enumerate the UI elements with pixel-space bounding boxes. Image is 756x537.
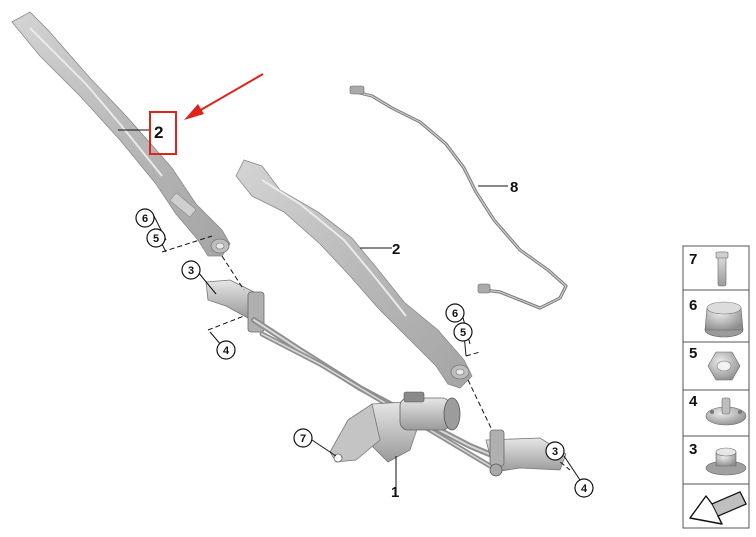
svg-text:5: 5 <box>153 233 159 245</box>
left-wiper-arm <box>11 11 231 257</box>
svg-text:5: 5 <box>460 327 466 339</box>
callout-left-4: 4 <box>216 340 236 360</box>
legend-expanding-nut-icon <box>705 397 747 426</box>
svg-text:4: 4 <box>581 483 588 495</box>
wiper-motor <box>399 391 461 431</box>
callout-right-4: 4 <box>574 478 594 498</box>
callout-right-6: 6 <box>445 303 465 323</box>
svg-text:7: 7 <box>300 433 306 445</box>
right-wiper-arm <box>235 159 473 389</box>
legend-hex-nut-icon <box>707 351 741 381</box>
svg-text:3: 3 <box>552 446 558 458</box>
highlight-arrow <box>191 73 264 116</box>
legend-label-5: 5 <box>689 345 697 362</box>
svg-text:4: 4 <box>223 345 230 357</box>
part-label-2-left: 2 <box>154 123 163 142</box>
legend-cap-nut-icon <box>704 301 744 338</box>
wiper-linkage-frame <box>205 279 567 477</box>
callout-left-6: 6 <box>135 208 155 228</box>
legend-label-6: 6 <box>689 297 697 314</box>
callout-right-3: 3 <box>545 441 565 461</box>
legend-pin-icon <box>715 251 729 287</box>
part-label-2-right: 2 <box>392 241 400 258</box>
highlight-annotation <box>149 73 264 155</box>
assembly-guide-lines <box>161 235 571 471</box>
callout-right-5: 5 <box>453 322 473 342</box>
svg-text:6: 6 <box>452 308 458 320</box>
washer-hose <box>349 85 568 310</box>
legend-label-4: 4 <box>689 393 698 410</box>
legend-direction-arrow-icon <box>689 491 747 525</box>
part-label-8: 8 <box>510 179 518 196</box>
legend-label-7: 7 <box>689 251 697 268</box>
callout-left-3: 3 <box>181 260 201 280</box>
callout-bottom-7: 7 <box>293 428 313 448</box>
svg-text:3: 3 <box>188 265 194 277</box>
small-parts-legend: 7 6 5 4 3 <box>682 245 750 529</box>
legend-flange-nut-icon <box>705 447 747 476</box>
callout-left-5: 5 <box>146 228 166 248</box>
svg-text:6: 6 <box>142 213 148 225</box>
legend-label-3: 3 <box>689 441 697 458</box>
part-label-1: 1 <box>391 484 399 501</box>
highlight-box <box>149 111 177 155</box>
